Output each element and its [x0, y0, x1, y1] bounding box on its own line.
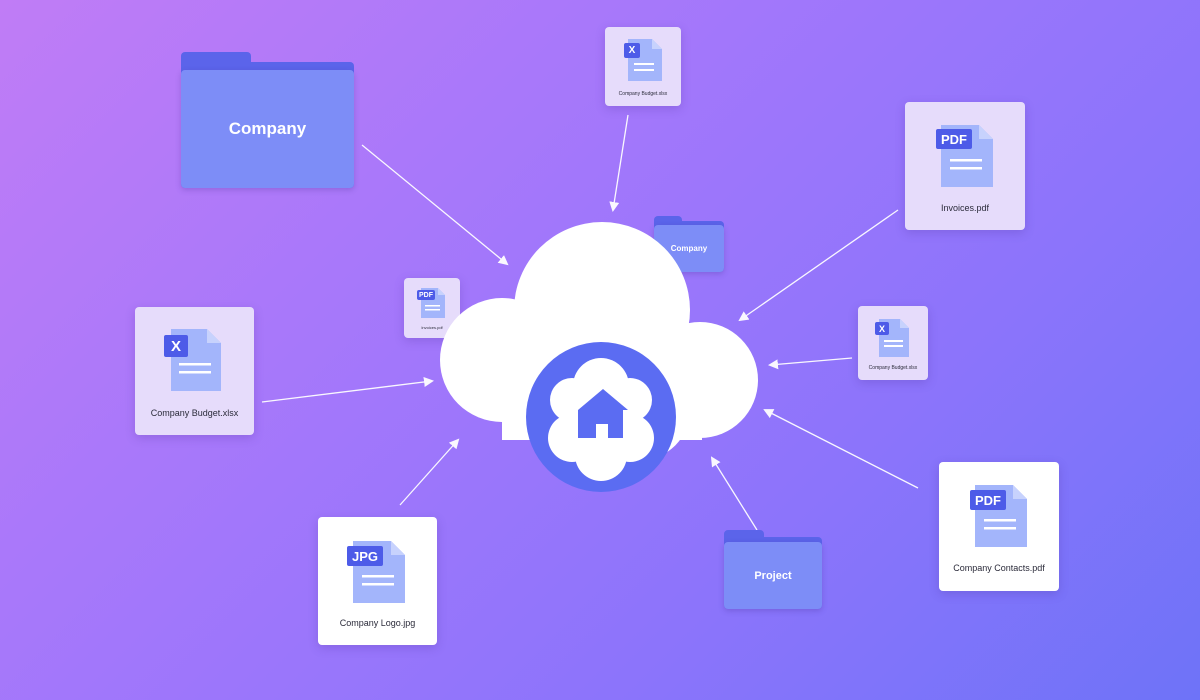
- pdf-badge: PDF: [417, 290, 435, 300]
- project-folder[interactable]: Project: [724, 530, 822, 609]
- excel-badge: X: [164, 335, 188, 357]
- file-card-contacts[interactable]: PDF Company Contacts.pdf: [939, 462, 1059, 591]
- pdf-badge: PDF: [936, 129, 972, 149]
- file-name-label: Invoices.pdf: [940, 203, 990, 213]
- arrow-budget-top: [609, 114, 629, 212]
- file-card-invoices-small[interactable]: PDF Invoices.pdf: [404, 278, 460, 338]
- company-folder-large[interactable]: Company: [181, 52, 354, 188]
- file-card-budget-left[interactable]: X Company Budget.xlsx: [135, 307, 254, 435]
- file-name-label: Company Contacts.pdf: [953, 563, 1045, 573]
- arrow-project: [710, 456, 758, 531]
- file-name-label: Company Budget.xlsx: [618, 91, 668, 97]
- file-card-budget-top[interactable]: X Company Budget.xlsx: [605, 27, 681, 106]
- arrow-invoices: [738, 209, 899, 322]
- file-name-label: Company Budget.xlsx: [868, 365, 918, 371]
- company-folder-label: Company: [181, 70, 354, 188]
- excel-badge: X: [875, 322, 889, 335]
- home-badge: [526, 342, 676, 492]
- file-name-label: Company Logo.jpg: [339, 618, 416, 628]
- home-icon: [578, 389, 628, 438]
- file-card-logo[interactable]: JPG Company Logo.jpg: [318, 517, 437, 645]
- pdf-badge: PDF: [970, 490, 1006, 510]
- file-card-invoices[interactable]: PDF Invoices.pdf: [905, 102, 1025, 230]
- jpg-badge: JPG: [347, 546, 383, 566]
- arrow-logo: [399, 438, 460, 506]
- arrow-budget-right: [768, 357, 853, 370]
- file-name-label: Company Budget.xlsx: [150, 408, 239, 418]
- arrow-contacts: [763, 409, 919, 489]
- arrow-company-folder: [361, 144, 509, 266]
- file-card-budget-right[interactable]: X Company Budget.xlsx: [858, 306, 928, 380]
- arrow-budget-left: [261, 377, 434, 403]
- project-folder-label: Project: [724, 542, 822, 609]
- file-name-label: Invoices.pdf: [421, 325, 443, 330]
- excel-badge: X: [624, 43, 640, 58]
